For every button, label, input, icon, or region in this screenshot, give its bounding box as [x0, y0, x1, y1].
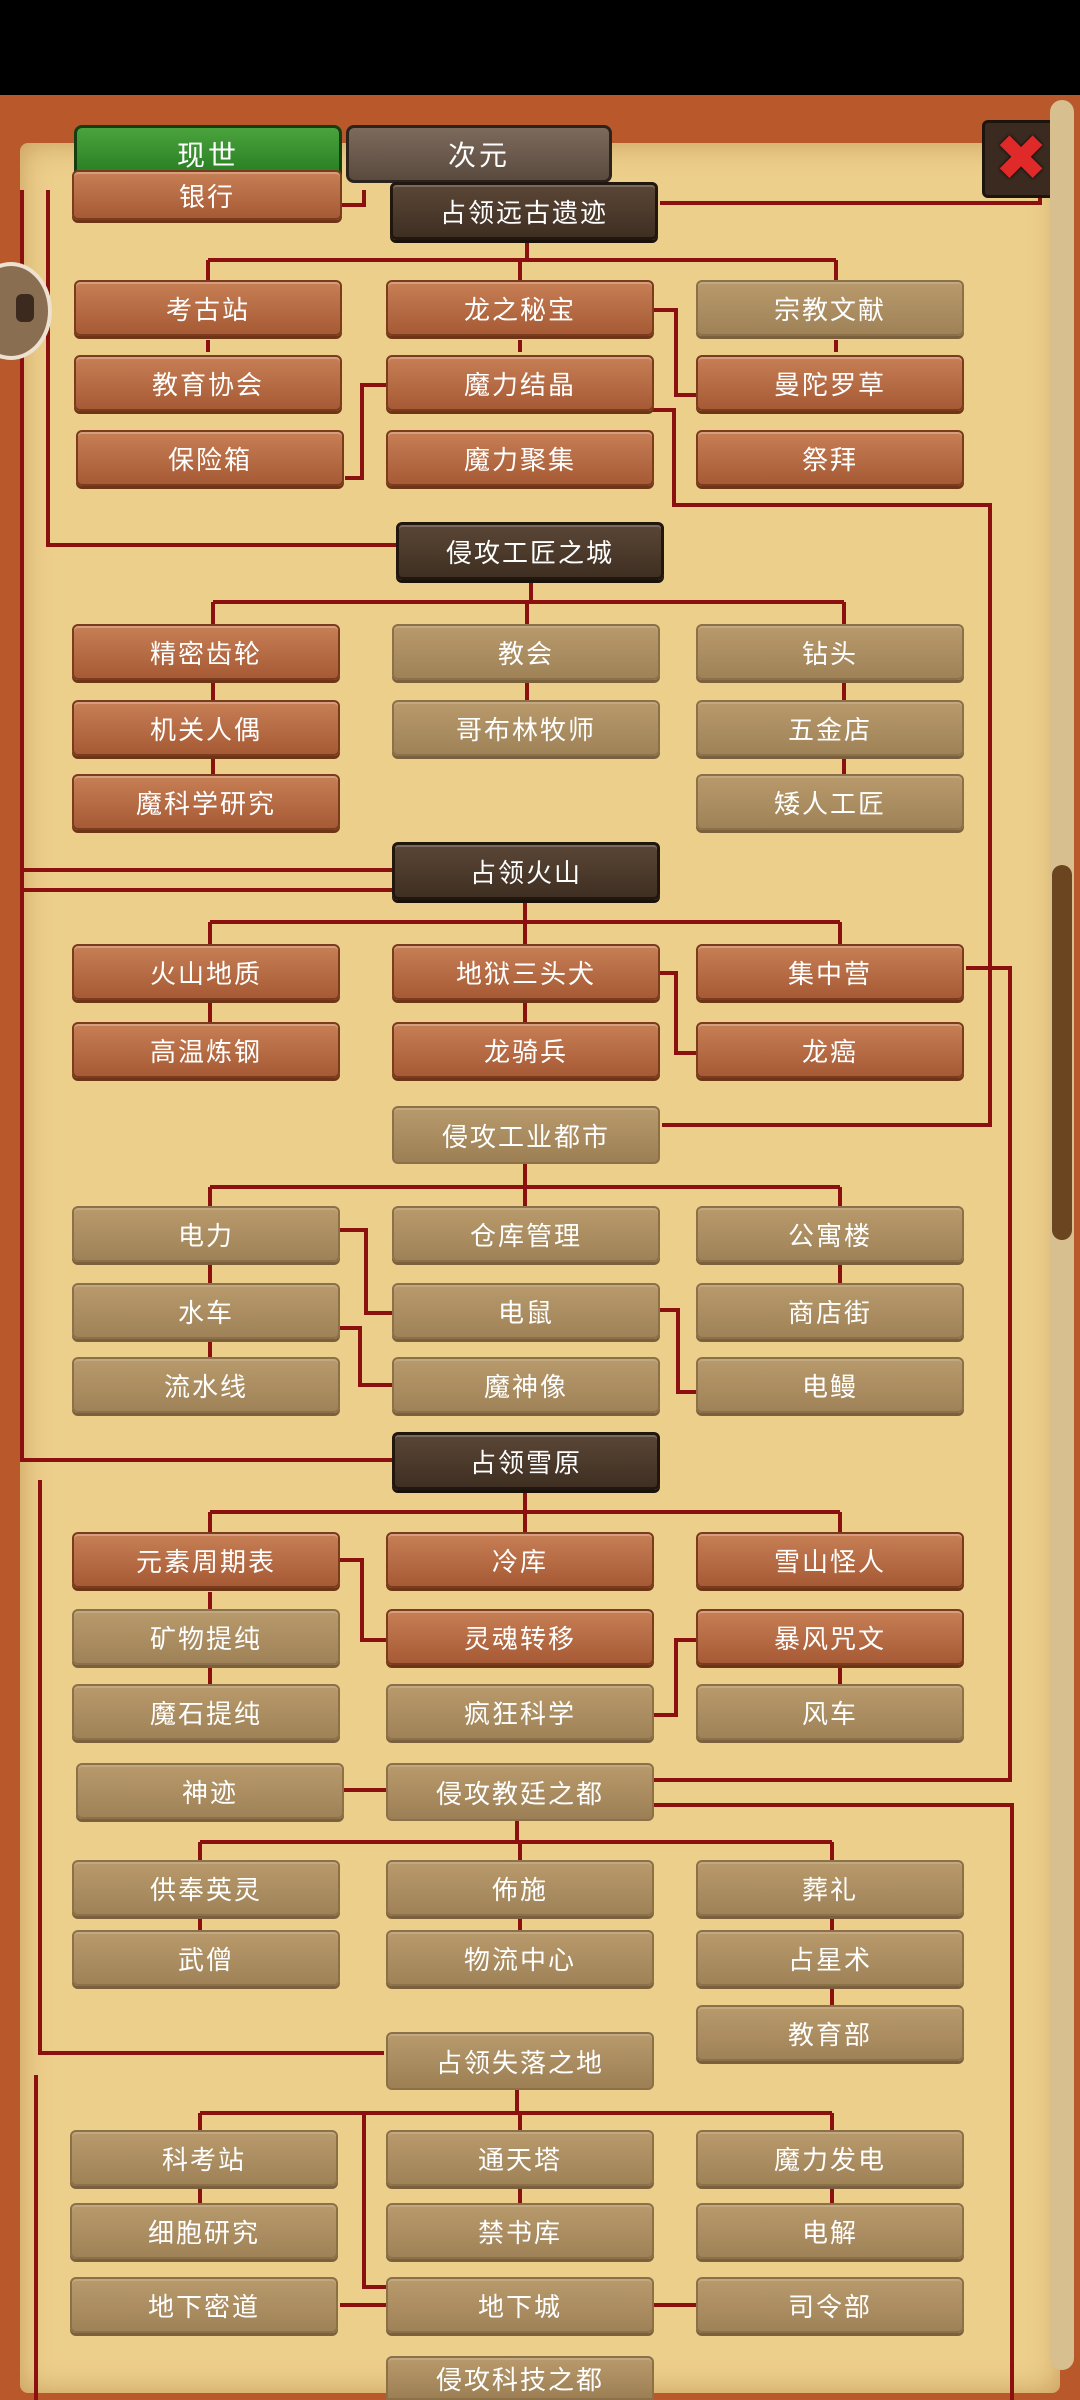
- tech-node[interactable]: 冷库: [386, 1532, 654, 1588]
- tech-node[interactable]: 宗教文献: [696, 280, 964, 336]
- tech-node[interactable]: 水车: [72, 1283, 340, 1339]
- tech-node[interactable]: 疯狂科学: [386, 1684, 654, 1740]
- tech-node[interactable]: 物流中心: [386, 1930, 654, 1986]
- scrollbar-thumb[interactable]: [1052, 865, 1072, 1240]
- tech-node[interactable]: 电力: [72, 1206, 340, 1262]
- tech-node[interactable]: 火山地质: [72, 944, 340, 1000]
- tech-node[interactable]: 通天塔: [386, 2130, 654, 2186]
- tech-node[interactable]: 地狱三头犬: [392, 944, 660, 1000]
- tech-node[interactable]: 占星术: [696, 1930, 964, 1986]
- tech-node[interactable]: 精密齿轮: [72, 624, 340, 680]
- tech-node-miracle[interactable]: 神迹: [76, 1763, 344, 1819]
- tech-node[interactable]: 魔力发电: [696, 2130, 964, 2186]
- tech-node[interactable]: 风车: [696, 1684, 964, 1740]
- tab-dimension[interactable]: 次元: [346, 125, 612, 183]
- tech-node[interactable]: 教育部: [696, 2005, 964, 2061]
- tech-node[interactable]: 龙之秘宝: [386, 280, 654, 336]
- tech-node[interactable]: 元素周期表: [72, 1532, 340, 1588]
- tech-node[interactable]: 魔神像: [392, 1357, 660, 1413]
- tech-node[interactable]: 公寓楼: [696, 1206, 964, 1262]
- close-button[interactable]: ✖: [982, 120, 1060, 198]
- milestone-invade-theocracy[interactable]: 侵攻教廷之都: [386, 1763, 654, 1821]
- milestone-occupy-snowfield[interactable]: 占领雪原: [392, 1432, 660, 1490]
- tech-node[interactable]: 哥布林牧师: [392, 700, 660, 756]
- tech-node[interactable]: 灵魂转移: [386, 1609, 654, 1665]
- tech-node[interactable]: 雪山怪人: [696, 1532, 964, 1588]
- tech-node[interactable]: 保险箱: [76, 430, 344, 486]
- tech-node[interactable]: 商店街: [696, 1283, 964, 1339]
- milestone-invade-artisan-city[interactable]: 侵攻工匠之城: [396, 522, 664, 580]
- tech-node[interactable]: 地下密道: [70, 2277, 338, 2333]
- tech-node[interactable]: 电鼠: [392, 1283, 660, 1339]
- tech-node[interactable]: 考古站: [74, 280, 342, 336]
- handle-grip-icon: [16, 294, 34, 322]
- tech-node[interactable]: 高温炼钢: [72, 1022, 340, 1078]
- tech-node[interactable]: 禁书库: [386, 2203, 654, 2259]
- tech-node[interactable]: 细胞研究: [70, 2203, 338, 2259]
- tech-node[interactable]: 钻头: [696, 624, 964, 680]
- close-x-icon: ✖: [994, 122, 1048, 196]
- tech-node[interactable]: 供奉英灵: [72, 1860, 340, 1916]
- tech-node[interactable]: 魔石提纯: [72, 1684, 340, 1740]
- tech-node[interactable]: 葬礼: [696, 1860, 964, 1916]
- milestone-invade-tech-city[interactable]: 侵攻科技之都: [386, 2356, 654, 2400]
- tech-node[interactable]: 矮人工匠: [696, 774, 964, 830]
- tech-node-bank[interactable]: 银行: [72, 170, 342, 220]
- tech-node[interactable]: 地下城: [386, 2277, 654, 2333]
- tech-node[interactable]: 电鳗: [696, 1357, 964, 1413]
- tech-node[interactable]: 矿物提纯: [72, 1609, 340, 1665]
- milestone-invade-industrial-city[interactable]: 侵攻工业都市: [392, 1106, 660, 1164]
- tech-node[interactable]: 流水线: [72, 1357, 340, 1413]
- tech-node[interactable]: 暴风咒文: [696, 1609, 964, 1665]
- milestone-occupy-volcano[interactable]: 占领火山: [392, 842, 660, 900]
- tech-node[interactable]: 教育协会: [74, 355, 342, 411]
- tech-node[interactable]: 祭拜: [696, 430, 964, 486]
- tech-node[interactable]: 武僧: [72, 1930, 340, 1986]
- tech-node[interactable]: 五金店: [696, 700, 964, 756]
- tech-node[interactable]: 龙骑兵: [392, 1022, 660, 1078]
- tech-node[interactable]: 魔力结晶: [386, 355, 654, 411]
- tech-node[interactable]: 电解: [696, 2203, 964, 2259]
- tech-node[interactable]: 司令部: [696, 2277, 964, 2333]
- tech-node[interactable]: 佈施: [386, 1860, 654, 1916]
- tech-node[interactable]: 仓库管理: [392, 1206, 660, 1262]
- tech-node[interactable]: 龙癌: [696, 1022, 964, 1078]
- tech-node[interactable]: 魔科学研究: [72, 774, 340, 830]
- tech-node[interactable]: 魔力聚集: [386, 430, 654, 486]
- milestone-occupy-ancient-ruins[interactable]: 占领远古遗迹: [390, 182, 658, 240]
- tech-node[interactable]: 曼陀罗草: [696, 355, 964, 411]
- tech-node[interactable]: 集中营: [696, 944, 964, 1000]
- tech-node[interactable]: 机关人偶: [72, 700, 340, 756]
- tech-node[interactable]: 教会: [392, 624, 660, 680]
- milestone-occupy-lost-land[interactable]: 占领失落之地: [386, 2032, 654, 2090]
- tech-node[interactable]: 科考站: [70, 2130, 338, 2186]
